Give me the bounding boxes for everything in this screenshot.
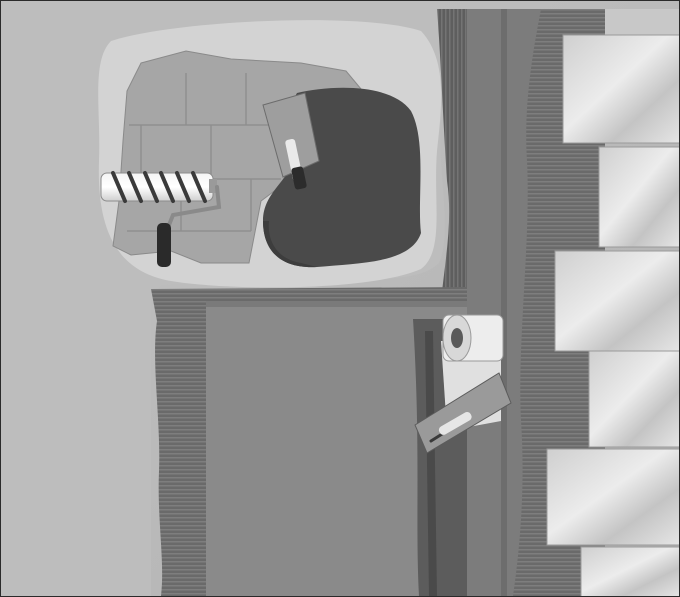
tile-1 [563, 35, 679, 143]
membrane-column-seam [501, 9, 507, 596]
wall-tiles [547, 35, 679, 596]
tile-6 [581, 547, 679, 596]
tile-5 [547, 449, 679, 545]
tile-4 [589, 351, 679, 447]
tile-3 [555, 251, 679, 351]
upper-wall-strip [605, 9, 679, 35]
tile-2 [599, 147, 679, 247]
membrane-panel-edge [206, 301, 471, 307]
